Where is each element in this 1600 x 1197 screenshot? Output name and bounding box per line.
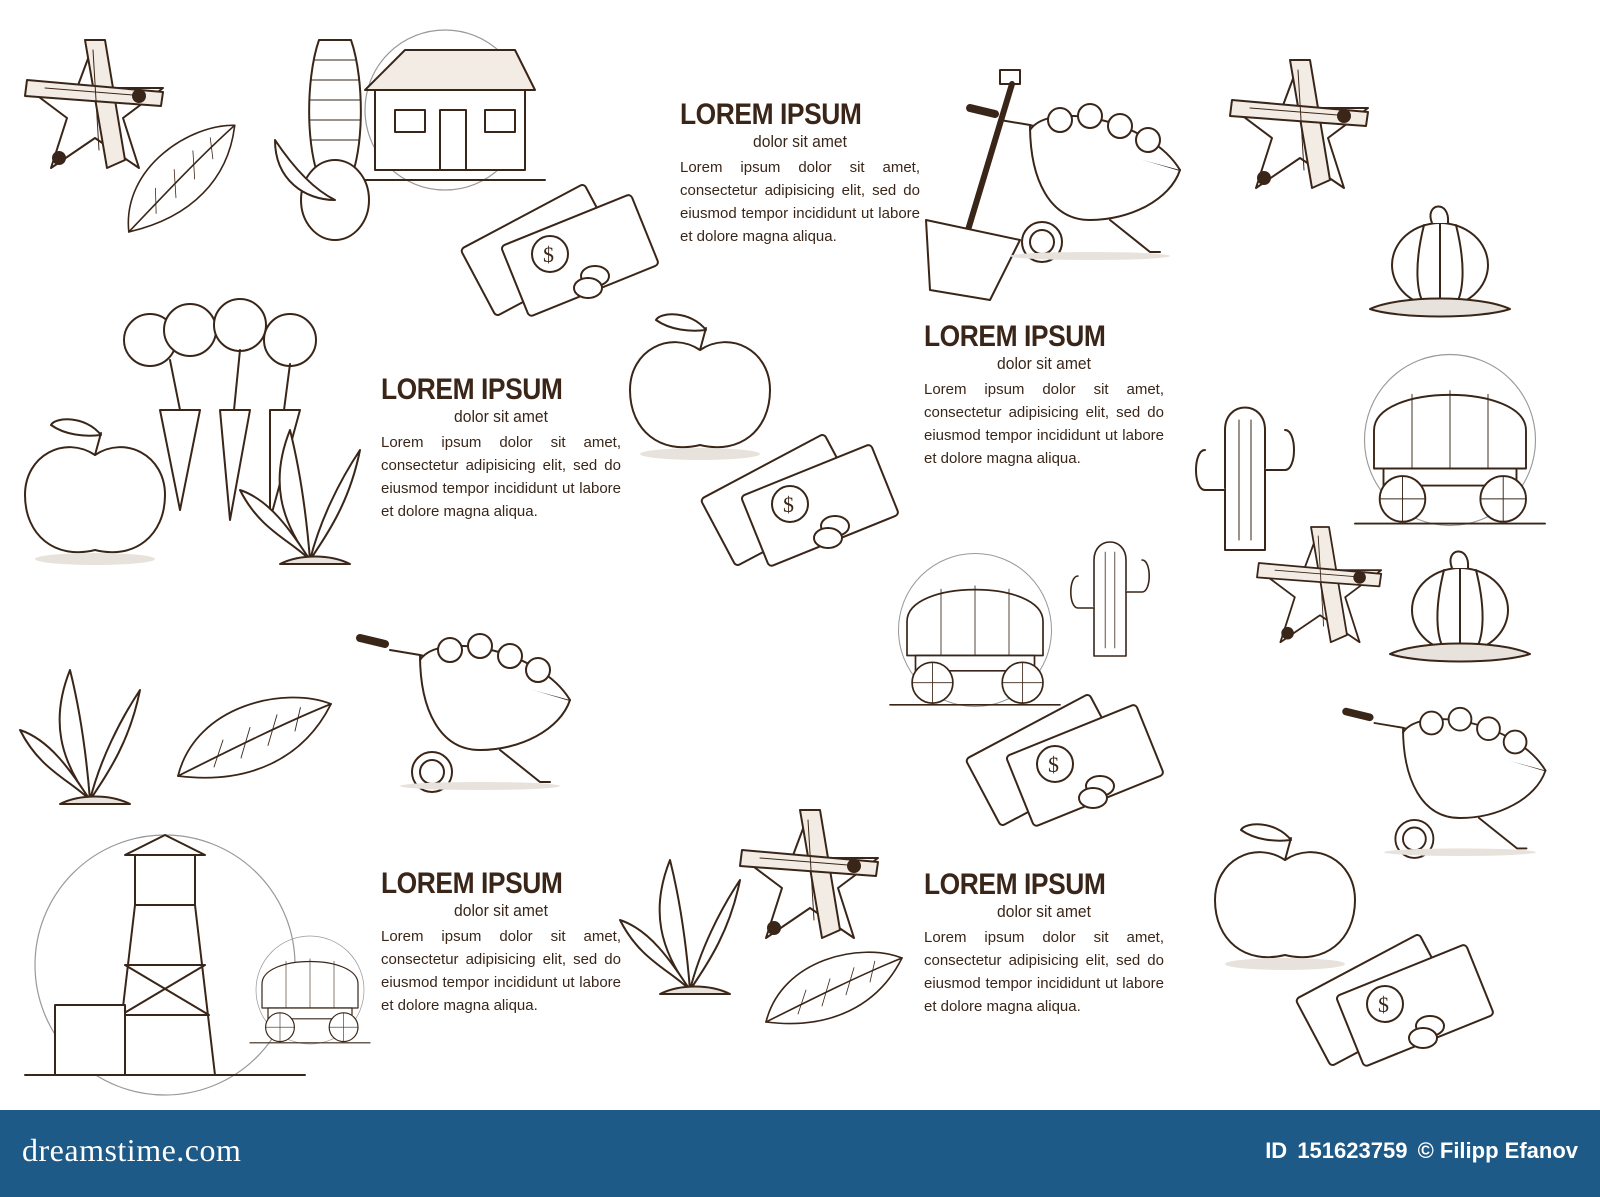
wooden-star-icon [24,39,164,169]
watermark-footer: dreamstime.com ID 151623759 © Filipp Efa… [0,1110,1600,1197]
text-block-5: LOREM IPSUM dolor sit amet Lorem ipsum d… [924,868,1164,1018]
plant-icon [619,859,741,995]
block-title: LOREM IPSUM [381,373,563,406]
author-credit: © Filipp Efanov [1417,1138,1578,1163]
block-title: LOREM IPSUM [924,868,1106,901]
text-block-4: LOREM IPSUM dolor sit amet Lorem ipsum d… [381,867,621,1017]
covered-wagon-icon [1354,353,1546,527]
pumpkin-icon [1369,205,1511,318]
wheelbarrow-icon [1346,708,1546,858]
block-subtitle: dolor sit amet [454,407,548,426]
block-body: Lorem ipsum dolor sit amet, consectetur … [381,434,621,520]
water-tower-icon [24,834,306,1096]
text-block-3: LOREM IPSUM dolor sit amet Lorem ipsum d… [381,373,621,523]
cactus-icon [1070,541,1150,657]
leaves-icon [765,951,903,1025]
covered-wagon-icon [249,935,371,1045]
dreamstime-logo[interactable]: dreamstime.com [22,1132,242,1168]
wooden-star-icon [1256,526,1383,644]
pumpkin-icon [1389,550,1531,663]
wooden-star-icon [1229,59,1369,189]
illustration-layer: $ [19,29,1600,1096]
apple-icon [24,418,166,566]
block-subtitle: dolor sit amet [997,354,1091,373]
block-title: LOREM IPSUM [924,320,1106,353]
covered-wagon-icon [889,552,1061,708]
block-title: LOREM IPSUM [381,867,563,900]
corn-icon [274,39,370,241]
text-block-2: LOREM IPSUM dolor sit amet Lorem ipsum d… [924,320,1164,470]
plant-icon [239,429,361,565]
wooden-star-icon [739,809,879,939]
block-body: Lorem ipsum dolor sit amet, consectetur … [924,929,1164,1015]
block-body: Lorem ipsum dolor sit amet, consectetur … [680,159,920,245]
text-block-1: LOREM IPSUM dolor sit amet Lorem ipsum d… [680,98,920,248]
id-label: ID [1265,1138,1288,1163]
image-id: 151623759 [1297,1138,1408,1163]
block-subtitle: dolor sit amet [753,132,847,151]
plant-icon [19,669,141,805]
apple-icon [629,313,771,461]
block-subtitle: dolor sit amet [454,901,548,920]
block-body: Lorem ipsum dolor sit amet, consectetur … [924,381,1164,467]
house-icon [354,29,546,191]
image-credit: ID 151623759 © Filipp Efanov [1265,1138,1582,1164]
shovel-icon [925,69,1021,301]
leaves-icon [177,696,332,779]
apple-icon [1214,823,1356,971]
wheelbarrow-icon [360,634,570,792]
block-body: Lorem ipsum dolor sit amet, consectetur … [381,928,621,1014]
money-icon [459,182,661,318]
block-subtitle: dolor sit amet [997,902,1091,921]
money-icon [964,692,1166,828]
money-icon [1294,932,1496,1068]
block-title: LOREM IPSUM [680,98,862,131]
cactus-icon [1195,406,1295,551]
